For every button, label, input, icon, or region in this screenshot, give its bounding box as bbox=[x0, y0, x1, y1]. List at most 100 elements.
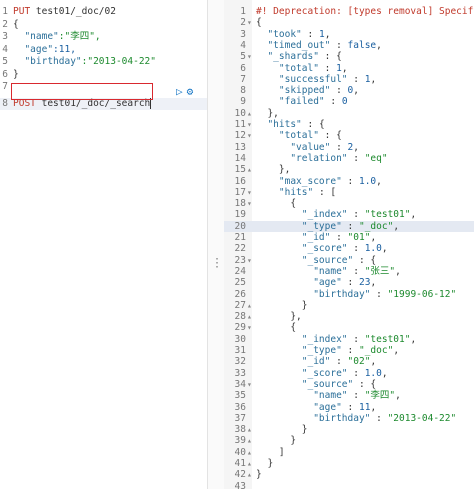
fold-close-icon[interactable]: ▴ bbox=[247, 165, 252, 175]
fold-open-icon[interactable]: ▾ bbox=[247, 131, 252, 141]
response-line: 32 "_id" : "02", bbox=[224, 356, 474, 367]
line-number: 34 bbox=[234, 378, 246, 390]
line-number: 22 bbox=[234, 243, 246, 255]
request-line[interactable]: 5 "birthday":"2013-04-22" bbox=[0, 56, 207, 69]
line-number: 3 bbox=[240, 28, 246, 40]
line-number: 28 bbox=[234, 311, 246, 323]
fold-close-icon[interactable]: ▴ bbox=[247, 447, 252, 457]
http-method: PUT bbox=[13, 6, 36, 17]
line-number: 13 bbox=[234, 141, 246, 153]
line-number: 5 bbox=[2, 56, 8, 67]
fold-open-icon[interactable]: ▾ bbox=[247, 120, 252, 129]
fold-close-icon[interactable]: ▴ bbox=[247, 108, 252, 118]
vertical-dots-icon[interactable]: ··· bbox=[214, 254, 221, 273]
fold-open-icon[interactable]: ▾ bbox=[247, 379, 252, 389]
line-number: 39 bbox=[234, 435, 246, 447]
fold-close-icon[interactable]: ▴ bbox=[247, 300, 252, 310]
line-number: 12 bbox=[234, 130, 246, 142]
line-number: 26 bbox=[234, 288, 246, 300]
code-text: POST test01/_doc/_search bbox=[13, 97, 152, 111]
json-key: "birthday" bbox=[13, 56, 82, 67]
line-number: 32 bbox=[234, 356, 246, 368]
response-line: 12▾ "total" : { bbox=[224, 130, 474, 141]
request-line[interactable]: 2{ bbox=[0, 19, 207, 32]
response-line: 16 "max_score" : 1.0, bbox=[224, 176, 474, 187]
line-number: 17 bbox=[234, 186, 246, 198]
response-line: 30 "_index" : "test01", bbox=[224, 334, 474, 345]
response-line: 11▾ "hits" : { bbox=[224, 119, 474, 130]
request-line[interactable]: 7 bbox=[0, 81, 207, 94]
line-number: 33 bbox=[234, 367, 246, 379]
play-icon[interactable]: ▷ bbox=[176, 85, 183, 98]
fold-open-icon[interactable]: ▾ bbox=[247, 323, 252, 333]
fold-open-icon[interactable]: ▾ bbox=[247, 52, 252, 62]
request-url: test01/_doc/02 bbox=[35, 6, 116, 17]
response-line: 6 "total" : 1, bbox=[224, 63, 474, 74]
line-number: 11 bbox=[234, 119, 246, 130]
wrench-icon[interactable]: ⚙ bbox=[186, 85, 194, 98]
fold-close-icon[interactable]: ▴ bbox=[247, 459, 252, 468]
line-number: 25 bbox=[234, 277, 246, 289]
line-number: 29 bbox=[234, 322, 246, 334]
code-text: { bbox=[256, 322, 297, 334]
line-number: 2 bbox=[240, 17, 246, 29]
line-number: 7 bbox=[2, 81, 8, 92]
response-line: 41▴ } bbox=[224, 458, 474, 469]
code-text: "name" : "李四", bbox=[313, 390, 401, 402]
code-text: "age":11, bbox=[13, 44, 76, 57]
response-line: 43 bbox=[224, 481, 474, 489]
code-text: "took" : 1, bbox=[267, 28, 331, 40]
response-line: 4 "timed_out" : false, bbox=[224, 40, 474, 51]
search-request-highlight-box bbox=[11, 83, 153, 100]
fold-close-icon[interactable]: ▴ bbox=[247, 470, 252, 480]
response-line: 1#! Deprecation: [types removal] Specify… bbox=[224, 6, 474, 17]
response-line: 27▴ } bbox=[224, 300, 474, 311]
request-line[interactable]: 6} bbox=[0, 69, 207, 82]
fold-close-icon[interactable]: ▴ bbox=[247, 312, 252, 322]
response-line: 35 "name" : "李四", bbox=[224, 390, 474, 401]
line-number: 20 bbox=[234, 220, 246, 232]
line-number: 9 bbox=[240, 96, 246, 108]
code-text: "birthday" : "1999-06-12" bbox=[313, 288, 457, 300]
fold-close-icon[interactable]: ▴ bbox=[247, 436, 252, 446]
response-line: 24 "name" : "张三", bbox=[224, 266, 474, 277]
response-line: 42▴} bbox=[224, 469, 474, 480]
response-line: 23▾ "_source" : { bbox=[224, 255, 474, 266]
fold-close-icon[interactable]: ▴ bbox=[247, 425, 252, 435]
request-line[interactable]: 3 "name":"李四", bbox=[0, 31, 207, 44]
fold-open-icon[interactable]: ▾ bbox=[247, 255, 252, 265]
code-text: "_score" : 1.0, bbox=[301, 367, 388, 379]
fold-open-icon[interactable]: ▾ bbox=[247, 18, 252, 28]
response-line: 10▴ }, bbox=[224, 108, 474, 119]
code-text: "value" : 2, bbox=[290, 141, 360, 153]
code-text: "skipped" : 0, bbox=[278, 85, 360, 97]
code-text: "successful" : 1, bbox=[278, 73, 377, 85]
fold-open-icon[interactable]: ▾ bbox=[247, 187, 252, 197]
code-text: "_index" : "test01", bbox=[301, 333, 417, 345]
request-url: test01/_doc/_search bbox=[41, 97, 151, 109]
code-text: "relation" : "eq" bbox=[290, 152, 388, 164]
fold-open-icon[interactable]: ▾ bbox=[247, 199, 252, 209]
code-text: #! Deprecation: [types removal] Specifyi… bbox=[256, 6, 474, 17]
code-text: "name":"李四", bbox=[13, 31, 100, 44]
code-text: "birthday":"2013-04-22" bbox=[13, 56, 156, 69]
line-number: 24 bbox=[234, 265, 246, 277]
response-line: 8 "skipped" : 0, bbox=[224, 85, 474, 96]
line-number: 36 bbox=[234, 401, 246, 413]
response-line: 31 "_type" : "_doc", bbox=[224, 345, 474, 356]
code-text: ] bbox=[256, 446, 285, 458]
code-text: { bbox=[256, 17, 262, 29]
response-viewer[interactable]: 1#! Deprecation: [types removal] Specify… bbox=[224, 0, 474, 489]
line-number: 15 bbox=[234, 164, 246, 176]
response-line: 28▴ }, bbox=[224, 311, 474, 322]
line-number: 18 bbox=[234, 198, 246, 210]
code-text: { bbox=[256, 198, 297, 210]
response-line: 18▾ { bbox=[224, 198, 474, 209]
request-line[interactable]: 4 "age":11, bbox=[0, 44, 207, 57]
response-line: 15▴ }, bbox=[224, 164, 474, 175]
line-number: 14 bbox=[234, 152, 246, 164]
line-number: 21 bbox=[234, 232, 246, 243]
